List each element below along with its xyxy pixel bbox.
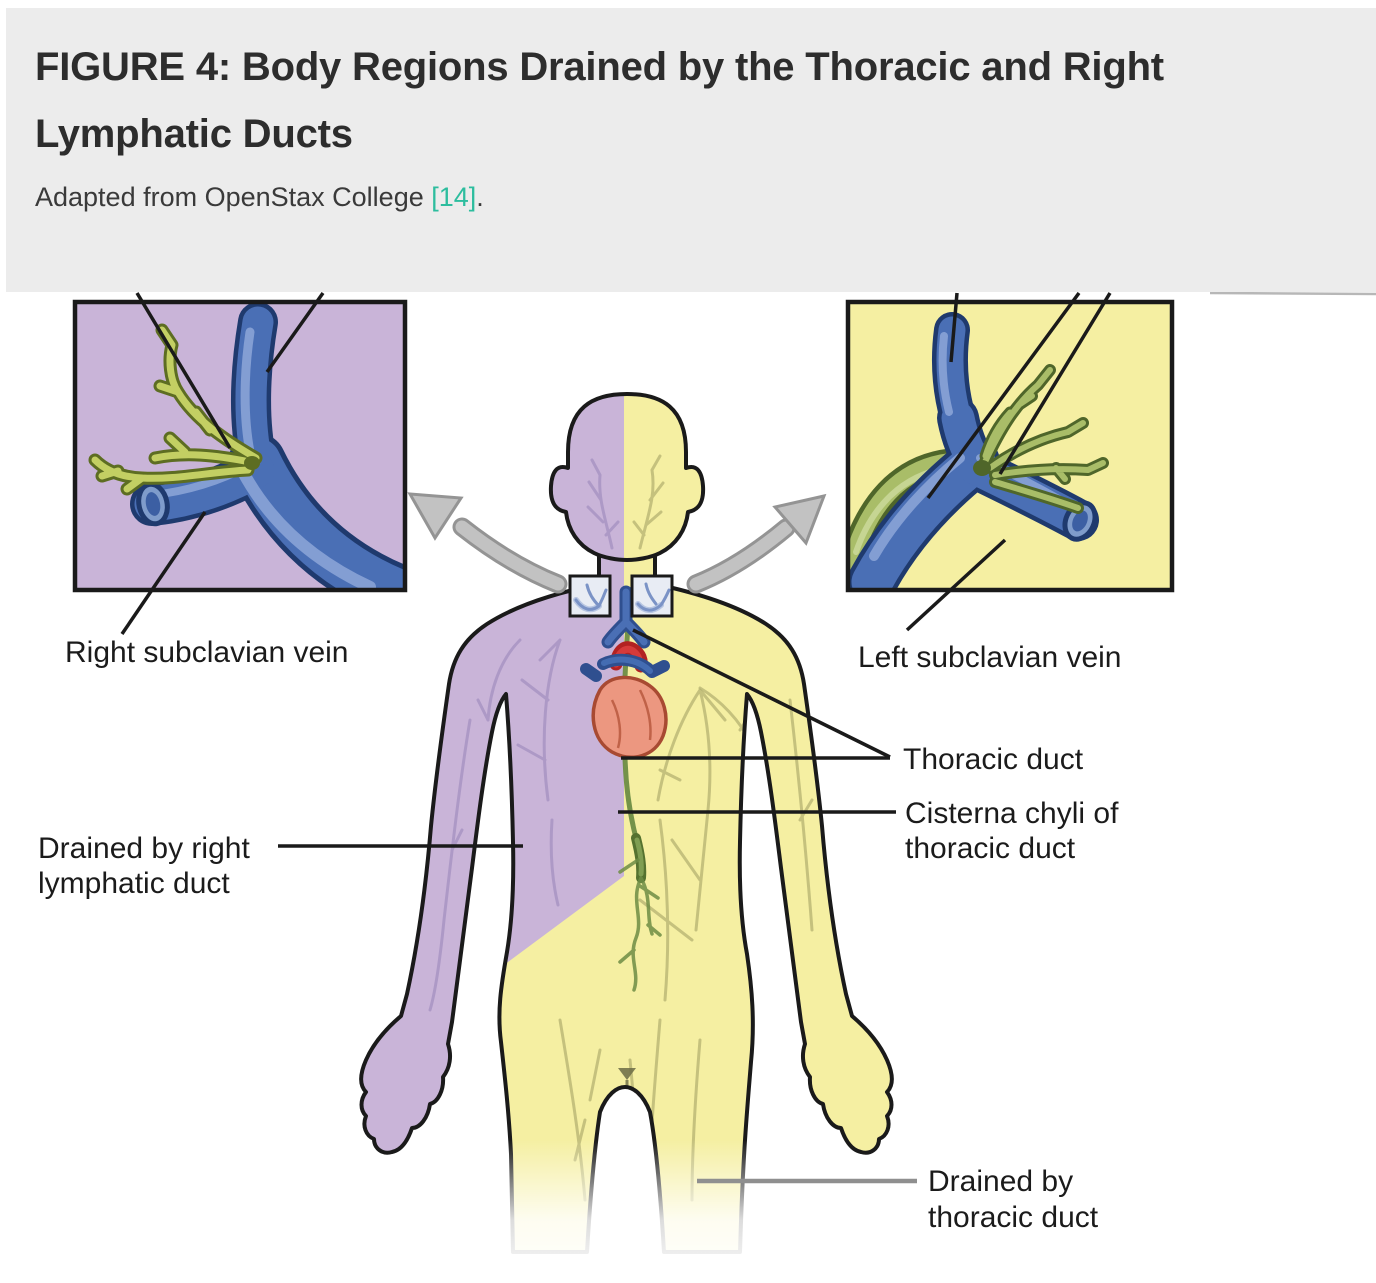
drained-by-thoracic-callout: Drained by thoracic duct	[697, 1165, 1099, 1234]
figure-attribution: Adapted from OpenStax College [14].	[35, 182, 1328, 213]
left-subclavian-inset-border	[845, 299, 1175, 593]
head-illustration	[548, 392, 706, 562]
cisterna-chyli-label-line2: thoracic duct	[905, 832, 1076, 865]
left-subclavian-inset-vessels	[848, 312, 1109, 590]
thoracic-duct-label: Thoracic duct	[903, 743, 1084, 776]
left-subclavian-label-leader	[905, 538, 1007, 632]
figure-header: FIGURE 4: Body Regions Drained by the Th…	[6, 8, 1376, 292]
right-venous-angle-box	[568, 574, 612, 618]
heart-illustration	[580, 585, 670, 759]
thoracic-duct-callout: Thoracic duct	[621, 628, 1084, 776]
cropped-line-remnant	[1209, 291, 1376, 296]
callout-arrow-left	[407, 492, 568, 594]
right-subclavian-label-leader	[120, 511, 207, 635]
anatomy-figure-svg: Right subclavian vein	[38, 291, 1376, 1283]
right-subclavian-inset: Right subclavian vein	[65, 291, 408, 669]
drained-by-thoracic-label-line1: Drained by	[928, 1165, 1073, 1198]
left-subclavian-vein-label: Left subclavian vein	[858, 641, 1122, 674]
figure-title: FIGURE 4: Body Regions Drained by the Th…	[35, 45, 1164, 157]
drained-by-right-callout: Drained by right lymphatic duct	[38, 832, 523, 900]
cisterna-chyli-label-line1: Cisterna chyli of	[905, 797, 1119, 830]
left-subclavian-inset-pointer-lines	[926, 291, 1112, 500]
attribution-suffix: .	[476, 182, 484, 213]
leg-fade-gradient	[495, 1140, 770, 1283]
head-yellow-half	[624, 394, 704, 560]
callout-arrow-right	[686, 493, 827, 594]
right-subclavian-vein-label: Right subclavian vein	[65, 636, 349, 669]
thoracic-drainage-region	[361, 556, 892, 1252]
body-outline	[359, 556, 894, 1254]
left-venous-angle-box	[630, 574, 674, 618]
cisterna-chyli-callout: Cisterna chyli of thoracic duct	[618, 797, 1119, 865]
right-subclavian-inset-vessels	[88, 302, 405, 590]
drained-by-right-label-line2: lymphatic duct	[38, 867, 230, 900]
attribution-prefix: Adapted from OpenStax College	[35, 182, 432, 213]
drained-by-right-label-line1: Drained by right	[38, 832, 250, 865]
head-outline	[548, 392, 706, 562]
left-subclavian-inset: Left subclavian vein	[845, 291, 1175, 674]
figure-illustration-area: Right subclavian vein	[0, 291, 1376, 1283]
page-top-margin	[0, 0, 1376, 8]
right-subclavian-inset-pointer-lines	[135, 291, 325, 449]
right-subclavian-inset-border	[72, 299, 408, 593]
citation-link[interactable]: [14]	[431, 182, 477, 213]
drained-by-thoracic-label-line2: thoracic duct	[928, 1201, 1099, 1234]
